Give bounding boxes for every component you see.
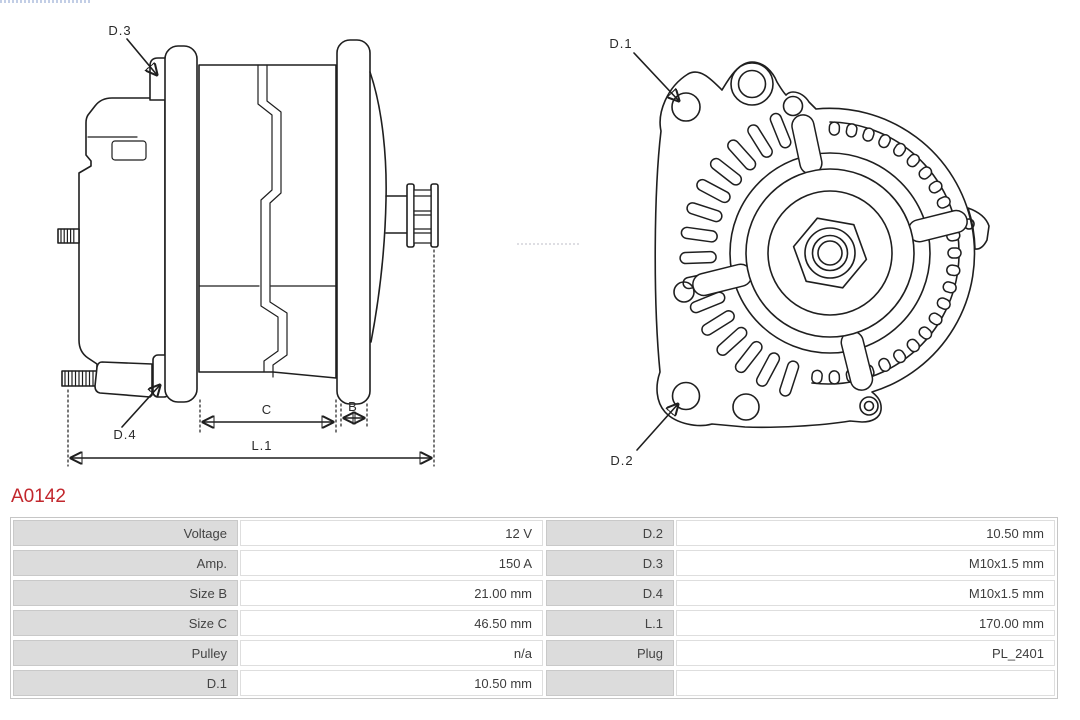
front-view-drawing: D.1 D.2 [609,36,990,468]
spec-label: D.1 [13,670,238,696]
fan-outer-circle [729,152,931,354]
rear-housing [78,97,166,391]
spec-value: 150 A [240,550,543,576]
stator-ring-inner [811,121,960,385]
spec-label: Pulley [13,640,238,666]
spec-value: 10.50 mm [676,520,1055,546]
part-number-title: A0142 [11,486,66,507]
spec-label: Size B [13,580,238,606]
dimension-line-l1: L.1 [71,438,431,458]
mounting-foot-d4 [94,361,153,398]
spec-value: M10x1.5 mm [676,550,1055,576]
alternator-technical-drawing: C B L.1 D.3 D.4 [57,23,990,468]
table-row: Amp. 150 A D.3 M10x1.5 mm [13,550,1055,576]
spec-value: 46.50 mm [240,610,543,636]
dimension-line-c: C [203,402,333,422]
spec-value: 12 V [240,520,543,546]
table-row: D.1 10.50 mm [13,670,1055,696]
spec-label: Size C [13,610,238,636]
table-row: Pulley n/a Plug PL_2401 [13,640,1055,666]
dim-label-d3: D.3 [108,23,131,38]
spec-value: PL_2401 [676,640,1055,666]
dim-label-d1: D.1 [609,36,632,51]
spec-label: D.2 [546,520,674,546]
leader-d4: D.4 [113,385,160,442]
pulley [406,183,439,248]
dim-label-b: B [348,399,358,414]
mount-hole-d1 [671,92,701,122]
terminal-stud-upper [57,228,80,244]
terminal-stud-lower [61,370,98,387]
spec-label: Amp. [13,550,238,576]
front-lug-bar [336,39,371,405]
spec-value [676,670,1055,696]
dim-label-d4: D.4 [113,427,136,442]
hub-circle [767,190,893,316]
spec-value: n/a [240,640,543,666]
spec-value: 21.00 mm [240,580,543,606]
scan-artifact-center [517,243,579,245]
table-row: Size C 46.50 mm L.1 170.00 mm [13,610,1055,636]
spec-table: Voltage 12 V D.2 10.50 mm Amp. 150 A D.3… [10,517,1058,699]
spec-value: 170.00 mm [676,610,1055,636]
dimension-line-b: B [344,399,364,418]
spec-label: D.4 [546,580,674,606]
spec-value: 10.50 mm [240,670,543,696]
dim-label-l1: L.1 [251,438,272,453]
leader-d3: D.3 [108,23,157,75]
side-view-drawing: C B L.1 D.3 D.4 [57,23,439,467]
dim-label-c: C [262,402,272,417]
dim-label-d2: D.2 [610,453,633,468]
leader-d2: D.2 [610,404,678,468]
table-row: Voltage 12 V D.2 10.50 mm [13,520,1055,546]
leader-d1: D.1 [609,36,679,101]
scan-artifact-top-left [0,0,92,3]
stator-body [198,64,337,379]
spec-label [546,670,674,696]
table-row: Size B 21.00 mm D.4 M10x1.5 mm [13,580,1055,606]
mount-hole-d2 [671,381,701,411]
spec-label: D.3 [546,550,674,576]
spec-value: M10x1.5 mm [676,580,1055,606]
spec-label: L.1 [546,610,674,636]
spec-label: Voltage [13,520,238,546]
spec-label: Plug [546,640,674,666]
rear-lug-bar [164,45,198,403]
front-bracket-curve [369,71,387,343]
